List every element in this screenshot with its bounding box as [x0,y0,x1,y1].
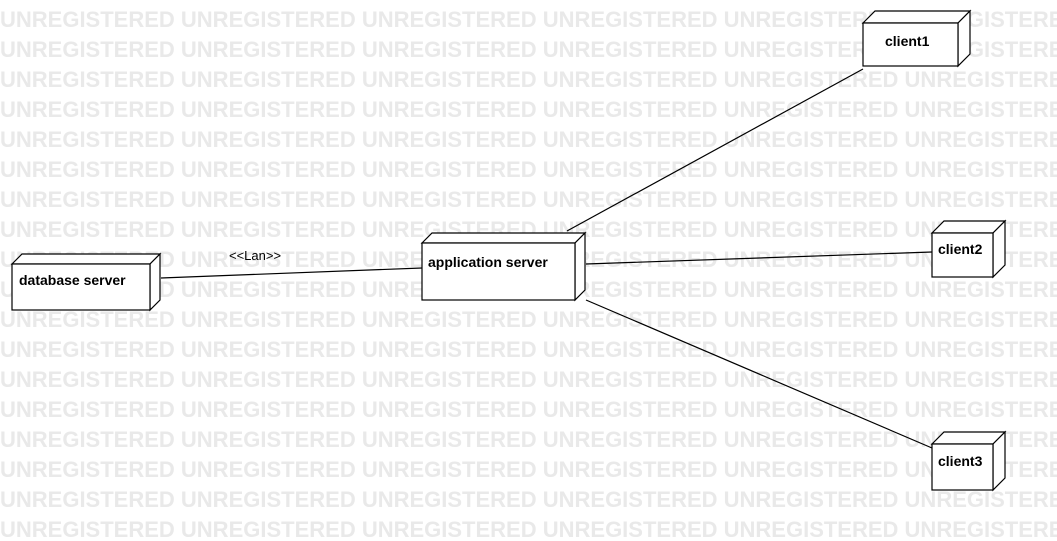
application-server-label: application server [428,254,548,270]
connector-app-client1[interactable] [566,68,864,232]
node-application-server[interactable] [420,231,587,302]
node-database-server[interactable] [10,252,162,312]
node-client1[interactable] [861,9,972,68]
node-client2[interactable] [930,219,1007,279]
connector-db-app-lan[interactable] [160,267,423,279]
database-server-label: database server [19,272,126,288]
client2-label: client2 [938,241,983,257]
lan-stereotype-label: <<Lan>> [229,248,282,263]
node-client3[interactable] [930,430,1007,492]
client1-label: client1 [885,33,930,49]
connector-app-client2[interactable] [585,251,933,265]
client3-label: client3 [938,453,983,469]
connector-app-client3[interactable] [585,299,933,449]
